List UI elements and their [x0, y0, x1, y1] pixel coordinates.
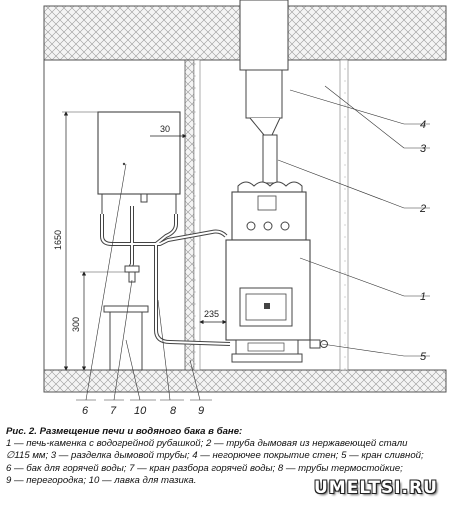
- dimension-300: 300: [71, 271, 128, 371]
- callout-3: 3: [420, 143, 427, 155]
- caption-line: 9 — перегородка; 10 — лавка для тазика.: [6, 474, 197, 486]
- callout-4: 4: [420, 119, 426, 131]
- dim-300-label: 300: [71, 317, 81, 332]
- partition-wall: [184, 59, 195, 371]
- callout-2: 2: [419, 203, 426, 215]
- callout-8: 8: [170, 405, 177, 417]
- chimney-sleeve: [239, 0, 289, 71]
- stove-layout-drawing: 1650 300 30 235 4 3 2 1 5 6 7 1: [43, 0, 447, 417]
- dim-30-label: 30: [160, 124, 170, 134]
- sauna-stove: [225, 181, 311, 363]
- dim-235-label: 235: [204, 309, 219, 319]
- dimension-1650: 1650: [53, 111, 98, 371]
- callout-1: 1: [420, 291, 426, 303]
- dimension-30: 30: [150, 124, 187, 142]
- dim-1650-label: 1650: [53, 230, 63, 250]
- hot-water-tap: [124, 265, 140, 283]
- callout-5: 5: [420, 351, 427, 363]
- caption-title: Рис. 2. Размещение печи и водяного бака …: [6, 426, 243, 437]
- callout-7: 7: [110, 405, 117, 417]
- callout-10: 10: [134, 405, 147, 417]
- chimney-insert: [245, 69, 283, 119]
- callout-6: 6: [82, 405, 89, 417]
- floor-slab: [43, 369, 447, 393]
- callout-9: 9: [198, 405, 204, 417]
- back-wall-covering: [339, 59, 349, 371]
- figure-caption: Рис. 2. Размещение печи и водяного бака …: [6, 426, 446, 487]
- site-watermark: UMELTSI.RU: [314, 478, 438, 498]
- bench: [103, 305, 149, 371]
- caption-line: ∅115 мм; 3 — разделка дымовой трубы; 4 —…: [6, 450, 424, 462]
- caption-line: 6 — бак для горячей воды; 7 — кран разбо…: [6, 462, 403, 474]
- hot-water-tank: [97, 111, 181, 214]
- chimney-pipe: [262, 134, 278, 184]
- dimension-235: 235: [199, 309, 227, 325]
- drain-tap: [309, 339, 328, 349]
- caption-line: 1 — печь-каменка с водогрейной рубашкой;…: [6, 438, 408, 450]
- wall-covering: [193, 59, 201, 371]
